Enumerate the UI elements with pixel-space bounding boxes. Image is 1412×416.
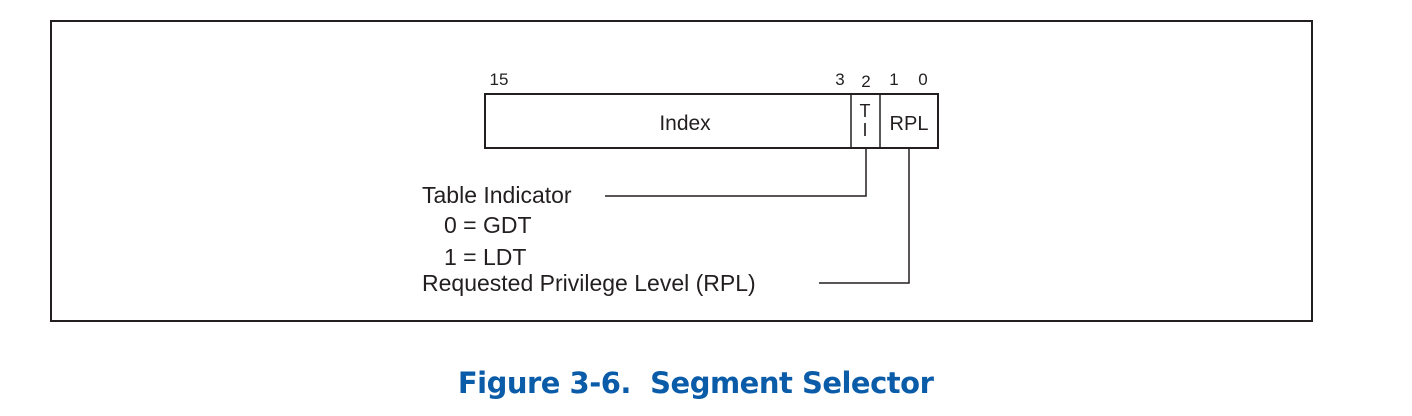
- rpl-field-label: RPL: [890, 113, 929, 135]
- bit-label-2: 2: [861, 72, 870, 91]
- figure-caption: Figure 3-6. Segment Selector: [0, 332, 1412, 400]
- ti-field-label-bottom: I: [862, 120, 867, 140]
- table-indicator-leader: [605, 148, 867, 197]
- bit-label-0: 0: [918, 70, 927, 89]
- ldt-value-label: 1 = LDT: [444, 244, 526, 270]
- selector-register-box: [484, 93, 939, 149]
- gdt-value-label: 0 = GDT: [444, 212, 532, 238]
- bit-label-1: 1: [889, 70, 898, 89]
- rpl-description-label: Requested Privilege Level (RPL): [422, 270, 756, 296]
- ti-field-label-top: T: [860, 101, 871, 121]
- table-indicator-label: Table Indicator: [422, 182, 572, 208]
- rpl-leader: [819, 148, 910, 284]
- figure-frame: [50, 20, 1313, 322]
- index-field-label: Index: [659, 112, 711, 135]
- figure-caption-text: Figure 3-6. Segment Selector: [457, 366, 934, 400]
- bit-label-15: 15: [490, 70, 509, 89]
- bit-label-3: 3: [835, 70, 844, 89]
